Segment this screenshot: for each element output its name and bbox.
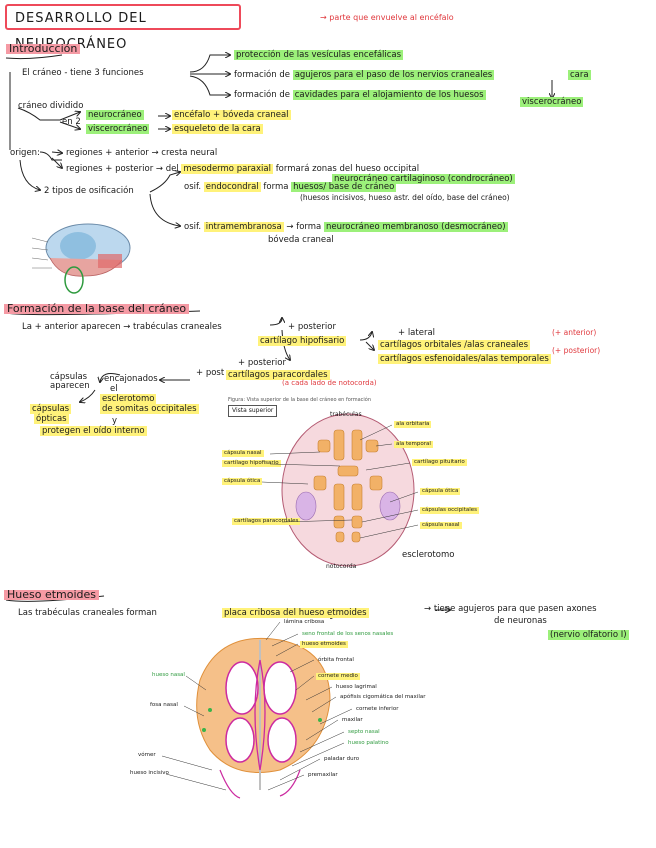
etmoides-leaders <box>0 0 656 848</box>
